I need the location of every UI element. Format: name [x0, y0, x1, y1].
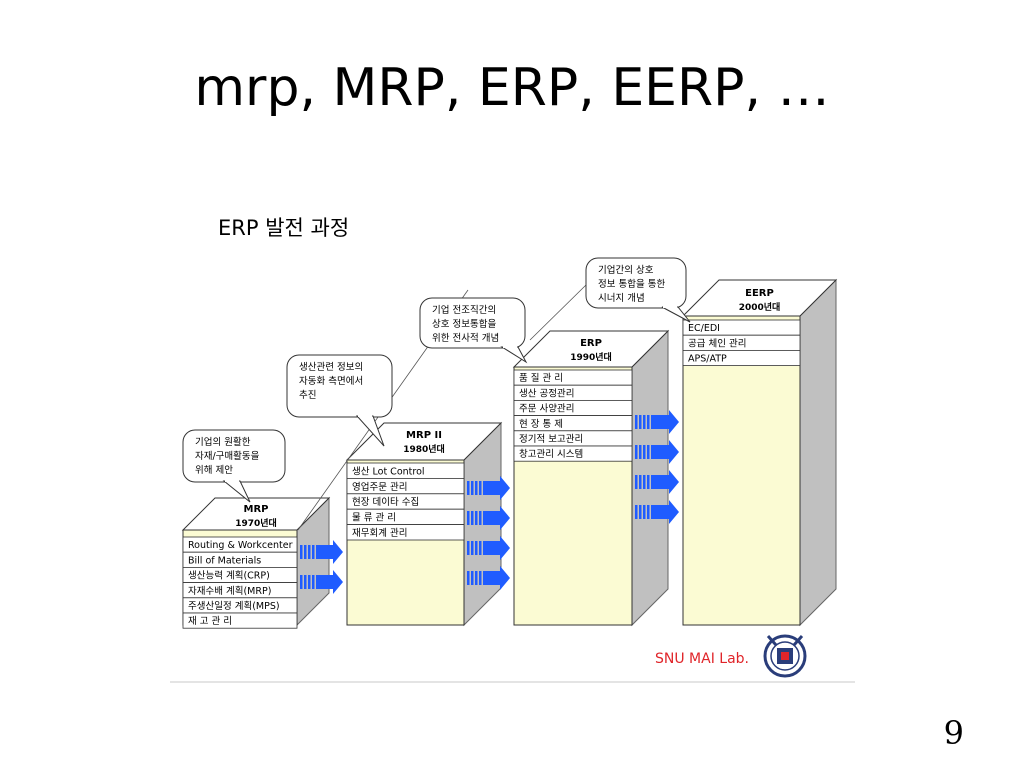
item-label: 현장 데이타 수집: [352, 496, 419, 508]
item-label: 자재수배 계획(MRP): [188, 585, 271, 597]
item-row: [182, 612, 298, 629]
stage-era: 1990년대: [570, 351, 612, 363]
callout-line: 추진: [299, 390, 316, 401]
callout-line: 생산관련 정보의: [299, 362, 363, 373]
item-label: 재 고 관 리: [188, 616, 232, 627]
item-label: 품 질 관 리: [519, 372, 563, 384]
stage-era: 2000년대: [739, 301, 781, 313]
item-row: [513, 445, 633, 462]
callout-line: 기업간의 상호: [598, 264, 654, 276]
lab-label: SNU MAI Lab.: [655, 651, 749, 667]
stage-era: 1970년대: [235, 517, 277, 529]
callout-line: 정보 통합을 통한: [598, 279, 665, 290]
stage-name: MRP II: [406, 430, 442, 441]
item-label: 주생산일정 계획(MPS): [188, 600, 280, 612]
stage-name: MRP: [244, 504, 269, 515]
item-label: 생산 공정관리: [519, 388, 574, 399]
callout-line: 위해 제안: [195, 464, 233, 476]
item-label: Routing & Workcenter: [188, 540, 293, 551]
flow-arrow: [635, 470, 679, 494]
stage-eerp: EERP 2000년대 EC/EDI 공급 체인 관리 APS/ATP: [681, 278, 838, 627]
item-label: 창고관리 시스템: [519, 448, 583, 460]
callout-line: 기업 전조직간의: [432, 304, 496, 316]
flow-arrow: [635, 500, 679, 524]
callout-line: 상호 정보통합을: [432, 319, 496, 330]
stage-era: 1980년대: [403, 443, 445, 455]
flow-arrow: [467, 536, 510, 560]
stage-name: ERP: [580, 338, 602, 349]
callout-line: 자재/구매활동을: [195, 450, 260, 462]
flow-arrow: [635, 440, 679, 464]
callout-line: 시너지 개념: [598, 293, 645, 304]
item-label: 생산능력 계획(CRP): [188, 570, 270, 582]
slide-title: mrp, MRP, ERP, EERP, …: [194, 58, 830, 118]
flow-arrow: [467, 566, 510, 590]
flow-arrow: [467, 506, 510, 530]
item-label: EC/EDI: [688, 323, 720, 334]
flow-arrow: [467, 476, 510, 500]
diagram-heading: ERP 발전 과정: [218, 216, 349, 240]
callout-line: 자동화 측면에서: [299, 376, 363, 387]
flow-arrow: [635, 410, 679, 434]
item-label: 정기적 보고관리: [519, 433, 583, 445]
item-label: 주문 사양관리: [519, 404, 574, 415]
item-row: [346, 524, 465, 541]
column-side-face: [799, 278, 837, 627]
stage-name: EERP: [745, 288, 774, 299]
flow-arrow: [300, 570, 343, 594]
page-number: 9: [943, 714, 964, 752]
item-label: 공급 체인 관리: [688, 338, 746, 349]
item-label: Bill of Materials: [188, 555, 261, 566]
flow-arrow: [300, 540, 343, 564]
item-row: [682, 349, 801, 366]
item-label: 영업주문 관리: [352, 481, 407, 493]
column-front-face: [682, 315, 801, 626]
lab-emblem-icon: [763, 634, 807, 678]
item-label: 물 류 관 리: [352, 513, 396, 524]
item-label: 현 장 통 제: [519, 419, 563, 430]
leader-line: [529, 284, 587, 341]
item-label: 재무회계 관리: [352, 527, 407, 539]
callout-line: 기업의 원활한: [195, 436, 251, 448]
item-label: APS/ATP: [688, 354, 727, 365]
item-label: 생산 Lot Control: [352, 466, 425, 477]
callout-line: 위한 전사적 개념: [432, 332, 499, 344]
